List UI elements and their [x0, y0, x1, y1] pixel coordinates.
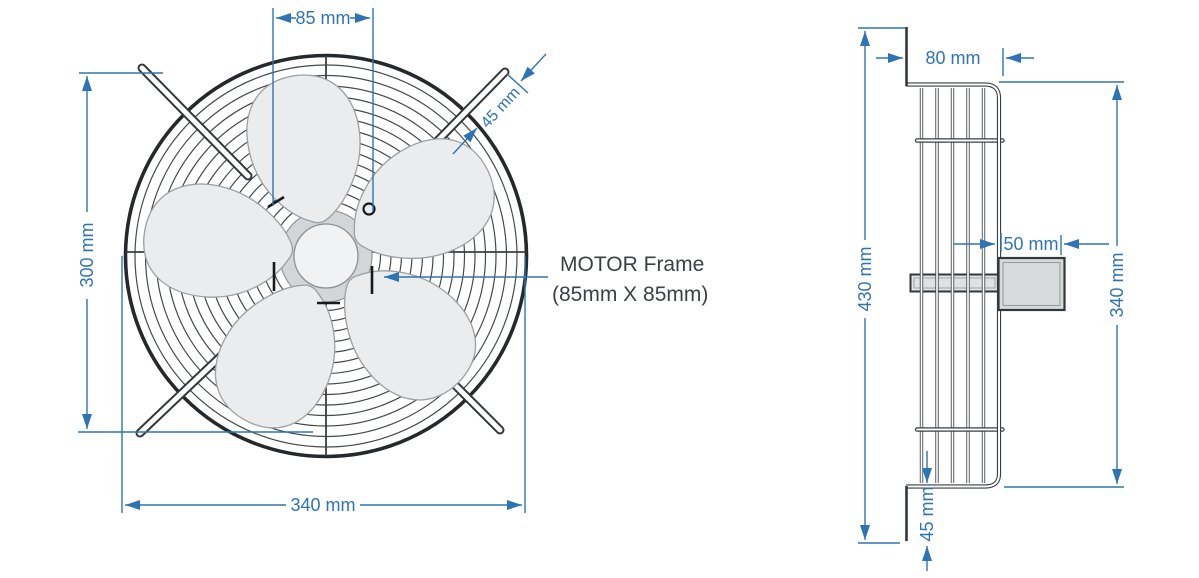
dimension-80mm: 80 mm [876, 48, 1034, 76]
guard-wires-side [919, 88, 986, 483]
fan-blade [353, 138, 495, 260]
dimension-45mm-side: 45 mm [917, 451, 937, 571]
dimension-430mm: 430 mm [855, 27, 905, 544]
dimension-340mm-front: 340 mm [121, 256, 526, 515]
fan-blade [246, 74, 361, 224]
dimension-45mm-front: 45 mm [452, 53, 547, 155]
fan-blade [143, 183, 294, 298]
dim-label-50mm: 50 mm [1003, 234, 1058, 254]
fan-blade [344, 270, 477, 401]
side-view: 80 mm 430 mm 340 mm 50 mm [855, 27, 1127, 571]
motor-frame-label-line2: (85mm X 85mm) [552, 283, 708, 306]
dim-label-340mm-front: 340 mm [290, 495, 355, 515]
dimension-85mm: 85 mm [272, 8, 374, 211]
dim-label-80mm: 80 mm [925, 48, 980, 68]
dim-label-340mm-side: 340 mm [1107, 252, 1127, 317]
hub [293, 223, 359, 289]
fan-blades [143, 74, 495, 429]
dim-label-45mm-side: 45 mm [917, 486, 937, 541]
dim-label-300mm: 300 mm [77, 222, 97, 287]
dimension-50mm: 50 mm [954, 233, 1109, 255]
fan-blade [214, 284, 336, 429]
motor-bracket [909, 273, 1001, 293]
motor-housing [997, 256, 1066, 312]
dimension-300mm: 300 mm [77, 72, 313, 433]
motor-frame-label-line1: MOTOR Frame [560, 253, 704, 276]
front-view: 85 mm 300 mm 340 mm 45 mm MO [77, 8, 708, 515]
motor-frame-marks [267, 195, 376, 305]
dimension-340mm-side: 340 mm [999, 81, 1127, 488]
guard-rings-side [914, 138, 1005, 432]
dim-label-85mm: 85 mm [295, 8, 350, 28]
motor-frame-callout: MOTOR Frame (85mm X 85mm) [384, 253, 708, 306]
dim-label-430mm: 430 mm [855, 246, 875, 311]
guard-outer-rim [123, 53, 529, 459]
